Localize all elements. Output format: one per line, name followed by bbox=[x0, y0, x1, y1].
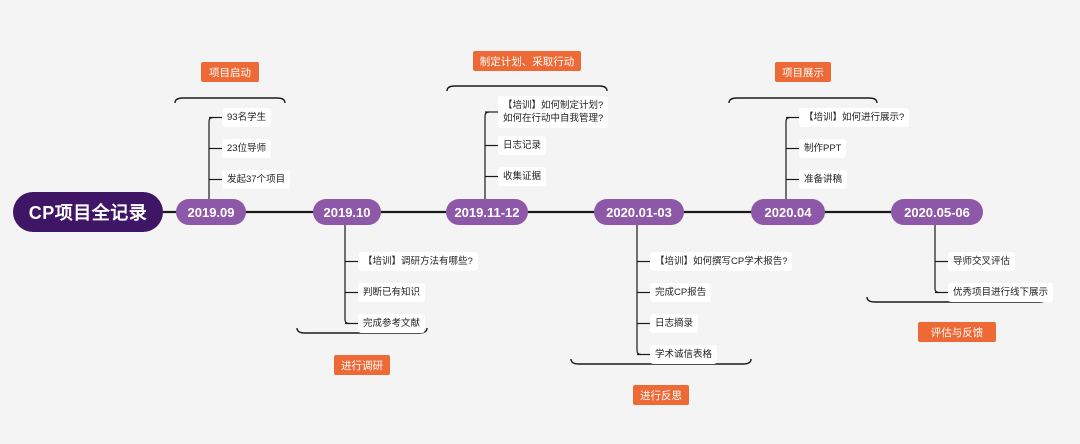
stage-1-spine bbox=[208, 116, 214, 199]
stage-6-item-2: 优秀项目进行线下展示 bbox=[948, 283, 1054, 302]
stage-4-item-1: 【培训】如何撰写CP学术报告? bbox=[650, 252, 793, 271]
stage-2-item-3: 完成参考文献 bbox=[358, 314, 426, 333]
stage-5-label: 项目展示 bbox=[775, 62, 831, 82]
stage-node-1: 2019.09 bbox=[176, 199, 246, 225]
stage-4-label: 进行反思 bbox=[633, 385, 689, 405]
stage-1-item-3: 发起37个项目 bbox=[222, 170, 291, 189]
stage-3-label: 制定计划、采取行动 bbox=[473, 51, 581, 71]
stage-1-bracket bbox=[174, 97, 286, 104]
stage-5-item-3: 准备讲稿 bbox=[799, 170, 848, 189]
stage-5-spine bbox=[785, 116, 791, 199]
stage-5-item-2: 制作PPT bbox=[799, 139, 847, 158]
stage-4-item-3: 日志摘录 bbox=[650, 314, 699, 333]
stage-2-bracket bbox=[296, 327, 428, 334]
stage-2-label: 进行调研 bbox=[334, 355, 390, 375]
stage-1-item-1: 93名学生 bbox=[222, 108, 272, 127]
stage-2-item-1: 【培训】调研方法有哪些? bbox=[358, 252, 478, 271]
stage-node-2: 2019.10 bbox=[313, 199, 381, 225]
stage-node-3: 2019.11-12 bbox=[446, 199, 528, 225]
stage-3-item-1: 【培训】如何制定计划?如何在行动中自我管理? bbox=[498, 96, 609, 128]
stage-4-item-2: 完成CP报告 bbox=[650, 283, 712, 302]
stage-4-item-4: 学术诚信表格 bbox=[650, 345, 718, 364]
stage-1-label: 项目启动 bbox=[201, 62, 259, 82]
stage-5-item-1: 【培训】如何进行展示? bbox=[799, 108, 910, 127]
stage-3-spine bbox=[484, 111, 490, 199]
stage-3-item-2: 日志记录 bbox=[498, 136, 547, 155]
stage-4-bracket bbox=[570, 358, 752, 365]
stage-6-item-1: 导师交叉评估 bbox=[948, 252, 1016, 271]
stage-3-bracket bbox=[446, 85, 608, 92]
stage-2-spine bbox=[344, 225, 350, 325]
stage-6-label: 评估与反馈 bbox=[918, 322, 996, 342]
stage-5-bracket bbox=[728, 97, 878, 104]
stage-node-6: 2020.05-06 bbox=[891, 199, 983, 225]
stage-2-item-2: 判断已有知识 bbox=[358, 283, 426, 302]
stage-1-item-2: 23位导师 bbox=[222, 139, 272, 158]
stage-4-spine bbox=[636, 225, 642, 356]
stage-6-spine bbox=[934, 225, 940, 294]
stage-3-item-3: 收集证据 bbox=[498, 167, 547, 186]
stage-node-4: 2020.01-03 bbox=[594, 199, 684, 225]
stage-node-5: 2020.04 bbox=[751, 199, 825, 225]
root-title: CP项目全记录 bbox=[13, 192, 163, 232]
